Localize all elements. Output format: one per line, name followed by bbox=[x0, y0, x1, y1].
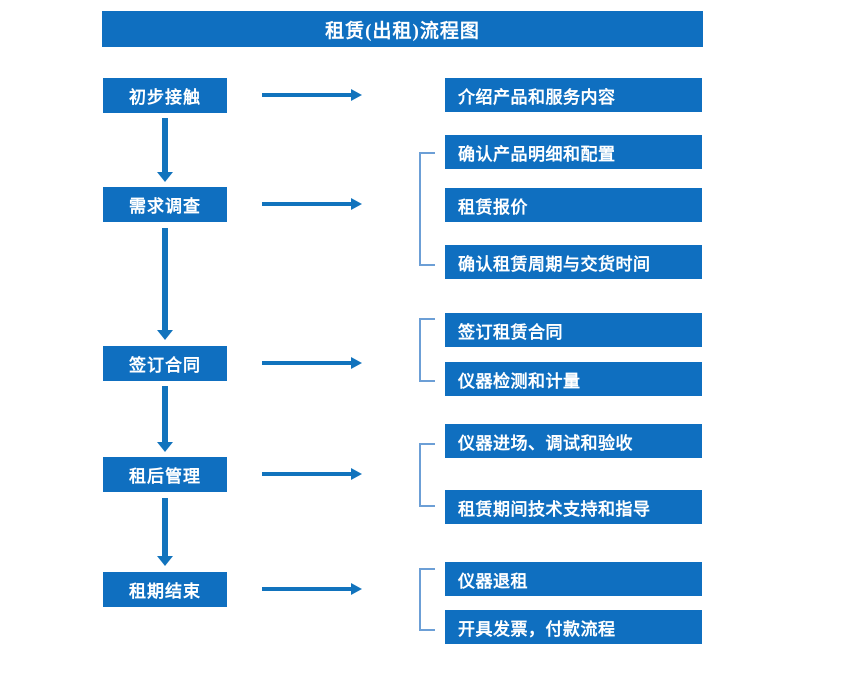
stage-box-sign-contract[interactable]: 签订合同 bbox=[103, 346, 227, 381]
detail-box-confirm-period-delivery[interactable]: 确认租赁周期与交货时间 bbox=[445, 245, 702, 279]
link-arrow-right-2 bbox=[262, 197, 362, 211]
stage-box-post-rental-management[interactable]: 租后管理 bbox=[103, 457, 227, 492]
link-arrow-right-5 bbox=[262, 582, 362, 596]
flow-arrow-down-1 bbox=[157, 118, 173, 182]
group-bracket-needs-survey bbox=[419, 152, 435, 266]
link-arrow-right-1 bbox=[262, 88, 362, 102]
detail-box-technical-support[interactable]: 租赁期间技术支持和指导 bbox=[445, 490, 702, 524]
detail-box-instrument-inspection[interactable]: 仪器检测和计量 bbox=[445, 362, 702, 396]
detail-box-rental-quote[interactable]: 租赁报价 bbox=[445, 188, 702, 222]
detail-box-sign-rental-contract[interactable]: 签订租赁合同 bbox=[445, 313, 702, 347]
diagram-title: 租赁(出租)流程图 bbox=[102, 11, 703, 47]
link-arrow-right-3 bbox=[262, 356, 362, 370]
group-bracket-sign-contract bbox=[419, 318, 435, 382]
group-bracket-rental-end bbox=[419, 568, 435, 631]
detail-box-introduce-products[interactable]: 介绍产品和服务内容 bbox=[445, 78, 702, 112]
link-arrow-right-4 bbox=[262, 467, 362, 481]
flow-arrow-down-4 bbox=[157, 498, 173, 566]
detail-box-invoice-payment[interactable]: 开具发票，付款流程 bbox=[445, 610, 702, 644]
flow-arrow-down-2 bbox=[157, 228, 173, 340]
flow-arrow-down-3 bbox=[157, 386, 173, 452]
detail-box-confirm-product-spec[interactable]: 确认产品明细和配置 bbox=[445, 135, 702, 169]
stage-box-needs-survey[interactable]: 需求调查 bbox=[103, 187, 227, 222]
detail-box-instrument-return[interactable]: 仪器退租 bbox=[445, 562, 702, 596]
stage-box-rental-end[interactable]: 租期结束 bbox=[103, 572, 227, 607]
group-bracket-post-rental bbox=[419, 443, 435, 507]
stage-box-initial-contact[interactable]: 初步接触 bbox=[103, 78, 227, 113]
detail-box-instrument-entry-commissioning[interactable]: 仪器进场、调试和验收 bbox=[445, 424, 702, 458]
